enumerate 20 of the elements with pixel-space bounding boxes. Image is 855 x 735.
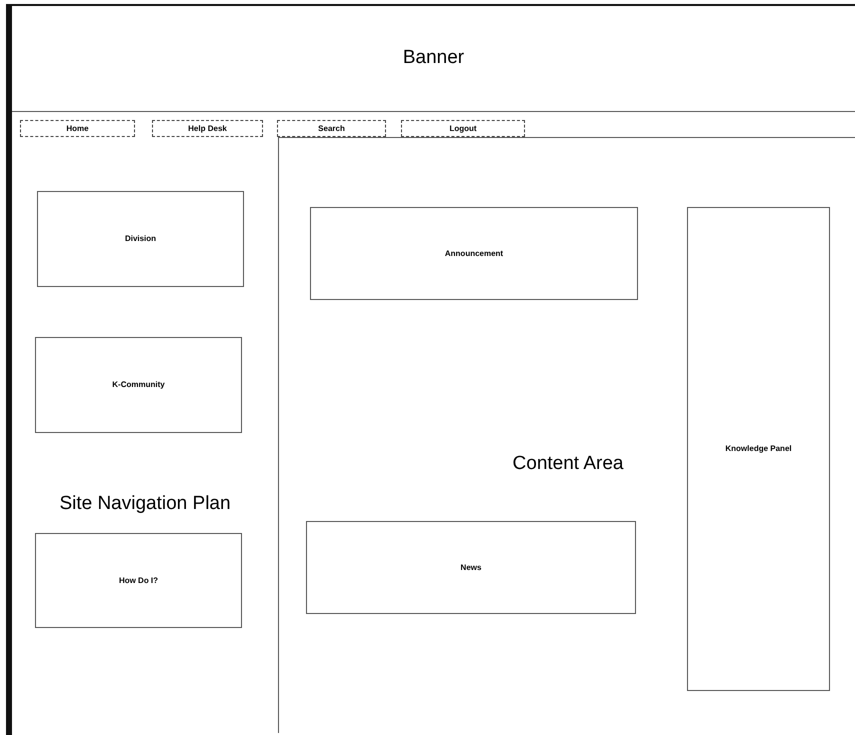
box-label: Announcement [444,248,504,260]
box-label: Knowledge Panel [725,443,792,455]
banner-title: Banner [402,46,464,70]
content-box [306,521,636,614]
content-box [35,337,242,433]
box-label: K-Community [112,379,165,391]
box-label: How Do I? [118,574,158,586]
nav-tab: Logout [401,120,525,137]
area-title: Site Navigation Plan [59,492,231,516]
area-title: Content Area [512,452,624,476]
box-label: Division [124,233,156,245]
box-label: News [460,562,482,574]
nav-tab: Search [277,120,386,137]
nav-tab: Help Desk [152,120,263,137]
content-box [35,533,242,628]
nav-tab: Home [20,120,135,137]
content-box [310,207,638,300]
content-box [37,191,244,287]
content-box [687,207,830,691]
content-panel [278,137,855,733]
